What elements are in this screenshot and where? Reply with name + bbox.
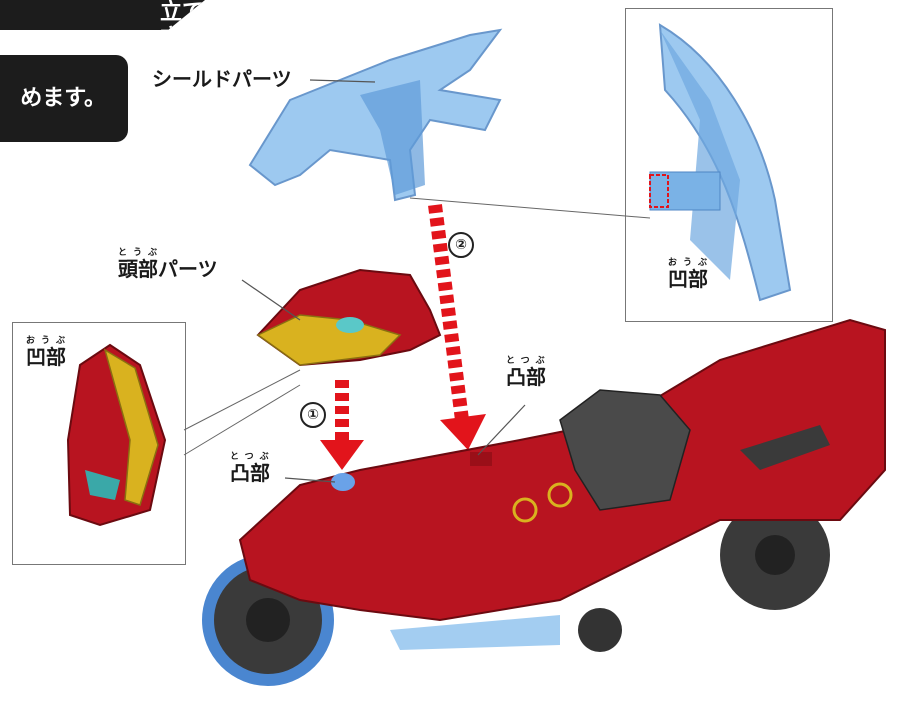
step2-marker: ② [448,232,474,258]
shield-inset-leader [409,197,651,219]
gear-emblem-icon [512,497,538,523]
convex-shield-label: とつぶ 凸部 [506,356,551,389]
step1-marker: ① [300,402,326,428]
shield-label-leader [309,79,376,83]
shield-detail-illustration [649,23,792,302]
head-detail-illustration [66,343,167,527]
instruction-note-box: めます。 [0,55,128,142]
shield-part-illustration [248,28,503,202]
head-parts-label: とうぶ 頭部パーツ [118,248,218,281]
convex-head-leader [284,477,336,483]
head-inset-leader-1 [183,384,301,456]
bike-illustration [202,318,886,686]
head-inset-leader-2 [183,369,301,431]
convex-shield-leader [477,404,526,456]
head-label-leader [241,279,301,321]
concave-head-label: おうぶ 凹部 [26,336,72,369]
shield-parts-label: シールドパーツ [152,67,292,91]
step1-arrow [320,380,364,470]
head-part-illustration [256,268,442,367]
concave-shield-label: おうぶ 凹部 [668,258,714,291]
convex-head-label: とつぶ 凸部 [230,452,275,485]
gear-emblem-icon [547,482,573,508]
step2-arrow [428,204,486,450]
instruction-note: めます。 [20,86,106,111]
